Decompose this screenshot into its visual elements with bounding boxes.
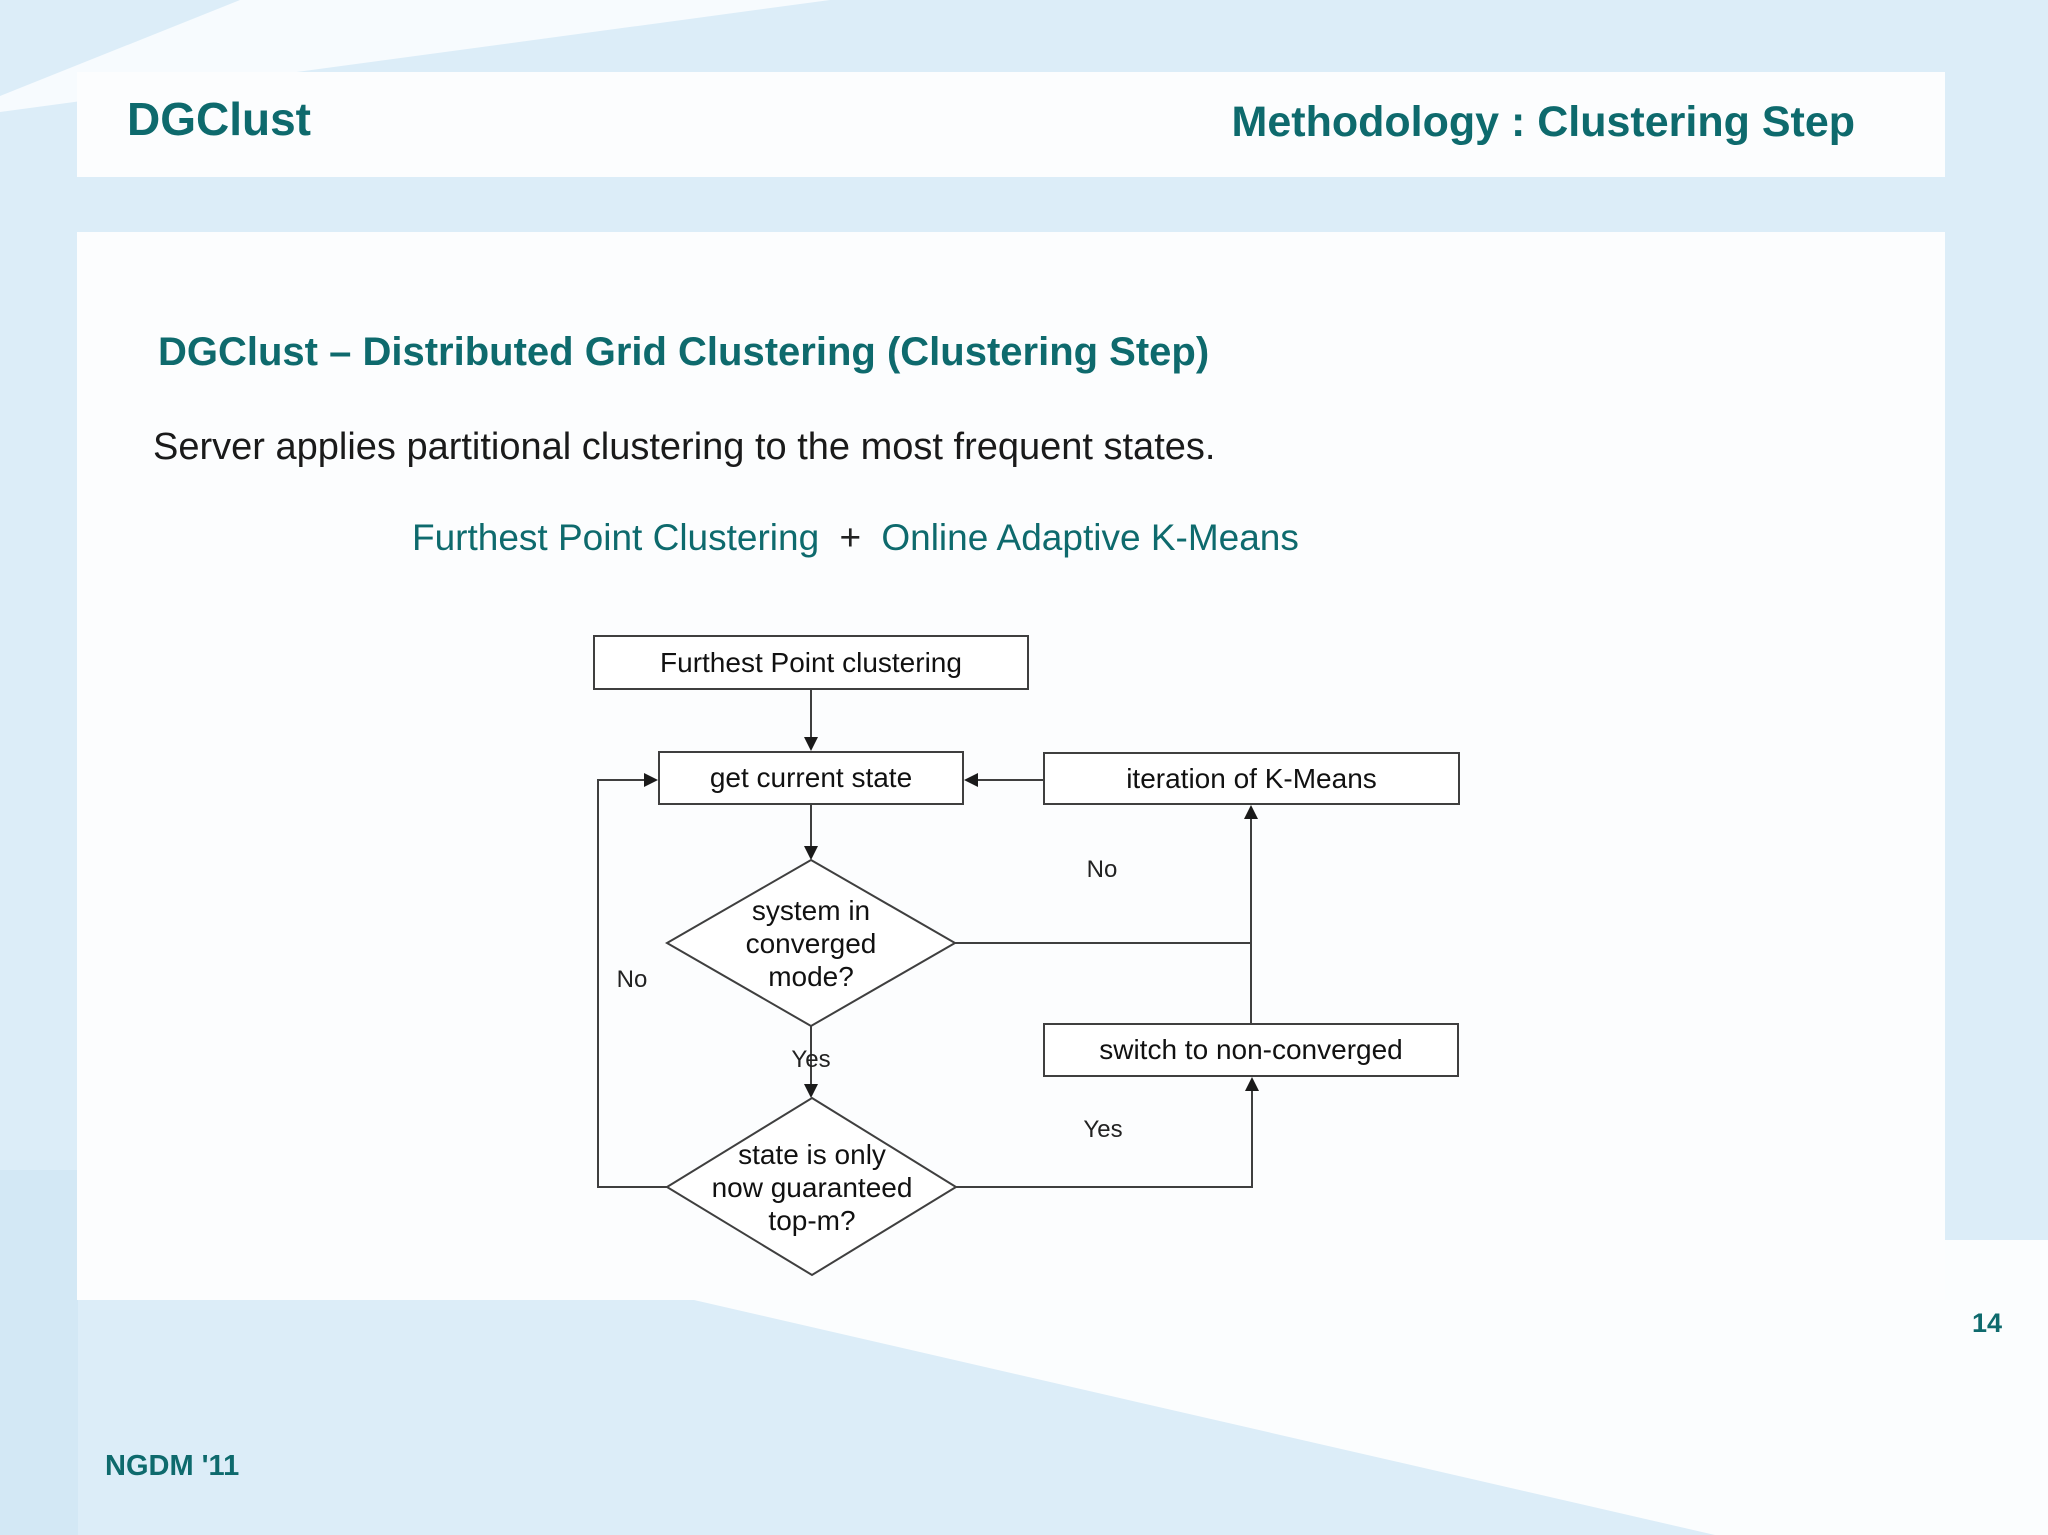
edge-label-yes-down: Yes	[791, 1046, 831, 1073]
method-online-kmeans: Online Adaptive K-Means	[881, 517, 1299, 558]
node-get-state-label: get current state	[709, 762, 913, 793]
arrowhead-into-getstate-top	[804, 737, 818, 751]
node-switch-label: switch to non-converged	[1099, 1034, 1403, 1065]
diamond-topm-line3: top-m?	[768, 1205, 856, 1236]
method-line: Furthest Point Clustering + Online Adapt…	[412, 517, 1299, 559]
arrowhead-into-getstate-left	[644, 773, 658, 787]
edge-label-no-to-kmeans: No	[1086, 856, 1118, 883]
diamond-converged-line3: mode?	[768, 961, 854, 992]
product-title: DGClust	[127, 93, 311, 145]
node-switch-to-non-converged: switch to non-converged	[1043, 1023, 1459, 1077]
node-get-current-state: get current state	[658, 751, 964, 805]
edge-label-yes-to-switch: Yes	[1083, 1116, 1123, 1143]
body-text: Server applies partitional clustering to…	[153, 426, 1216, 468]
node-iteration-of-kmeans: iteration of K-Means	[1043, 752, 1460, 805]
method-plus-sign: +	[839, 517, 862, 558]
content-panel	[77, 232, 1945, 1300]
arrowhead-into-switch-bottom	[1245, 1077, 1259, 1091]
connector-topm-yes-to-switch	[956, 1084, 1253, 1188]
node-kmeans-label: iteration of K-Means	[1126, 762, 1377, 794]
diamond-converged-mode	[664, 858, 958, 1028]
diamond-converged-line2: converged	[745, 928, 877, 959]
node-furthest-point-clustering: Furthest Point clustering	[593, 635, 1029, 690]
diamond-topm-line1: state is only	[738, 1139, 886, 1170]
arrowhead-into-converged-top	[804, 846, 818, 860]
header-bar	[77, 72, 1945, 177]
method-furthest-point: Furthest Point Clustering	[412, 517, 820, 558]
diamond-topm-label: state is only now guaranteed top-m?	[662, 1138, 962, 1237]
edge-label-no-loop: No	[616, 966, 648, 993]
arrowhead-into-kmeans-bottom	[1244, 805, 1258, 819]
node-furthest-point-label: Furthest Point clustering	[660, 646, 962, 678]
section-title: Methodology : Clustering Step	[1231, 98, 1855, 146]
diamond-converged-label: system in converged mode?	[661, 894, 961, 993]
footer-conference: NGDM '11	[105, 1450, 240, 1482]
background-left-sliver	[0, 1170, 78, 1535]
page-number: 14	[1972, 1308, 2003, 1338]
slide-title: DGClust – Distributed Grid Clustering (C…	[158, 330, 1210, 374]
connector-topm-no-loop	[597, 779, 667, 1188]
arrowhead-into-getstate-right	[964, 773, 978, 787]
arrowhead-into-topm-top	[804, 1084, 818, 1098]
diamond-converged-line1: system in	[751, 895, 871, 926]
diamond-topm-line2: now guaranteed	[711, 1172, 913, 1203]
diamond-topm-guaranteed	[665, 1096, 958, 1277]
